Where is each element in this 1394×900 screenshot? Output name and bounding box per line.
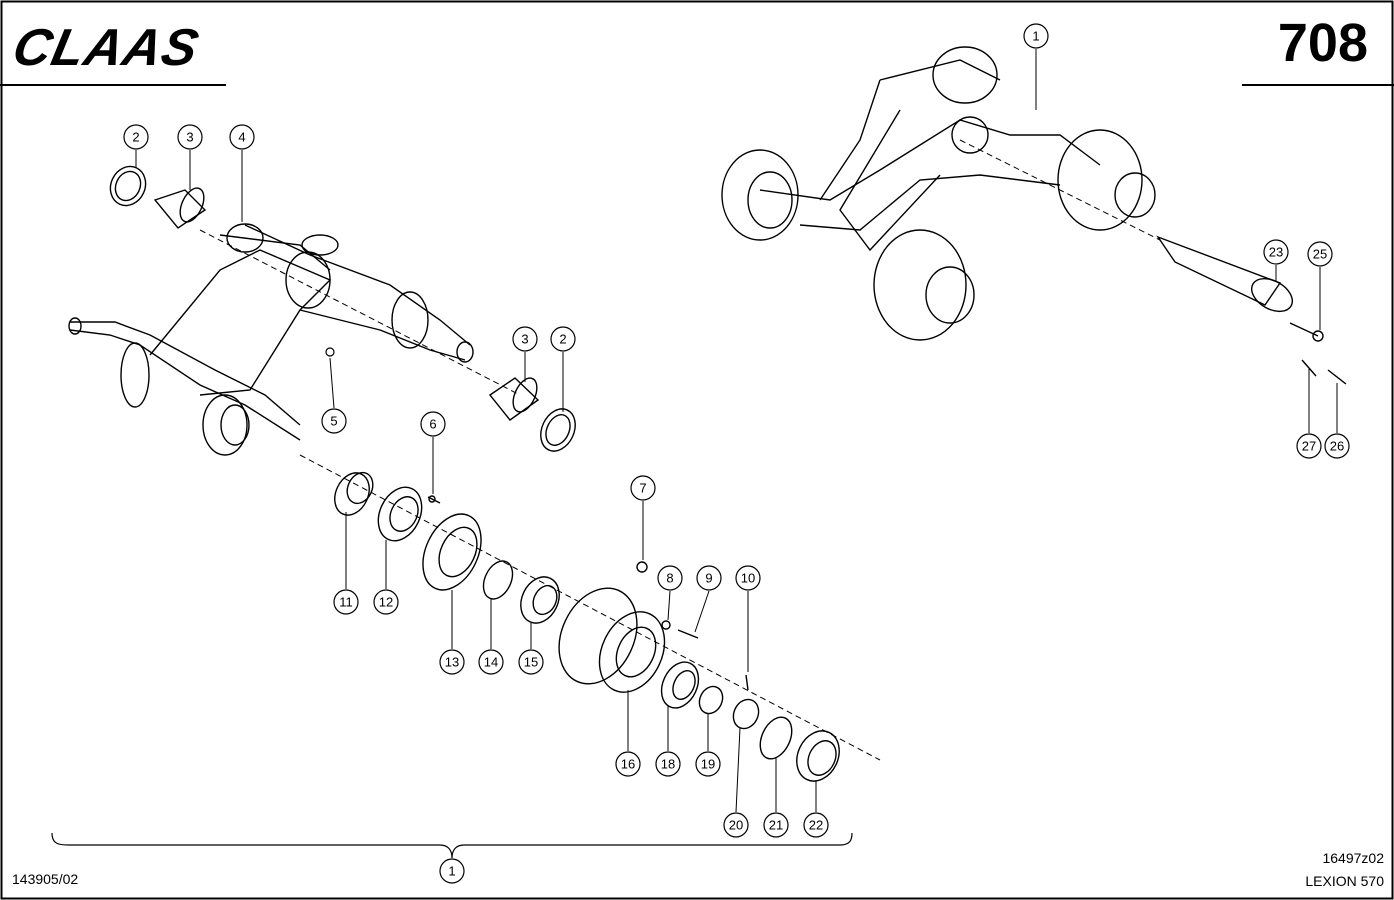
callout-4: [229, 124, 255, 150]
drawing-number-label: 16497z02: [1322, 850, 1384, 866]
callout-label: 7: [639, 481, 646, 496]
callout-label: 18: [661, 757, 675, 772]
callout-8: [657, 565, 683, 591]
callout-label: 25: [1313, 247, 1327, 262]
callout-label: 1: [1032, 29, 1039, 44]
callout-23: [1263, 239, 1289, 265]
callout-1-top: [1023, 23, 1049, 49]
callout-numbers: 1 2 3 4 5 3 2 6 7 8 9 10 11 12 13 14 15 …: [132, 29, 1344, 879]
callout-label: 27: [1302, 439, 1316, 454]
callout-3b: [512, 326, 538, 352]
ring-2a: [109, 165, 147, 207]
callout-11: [333, 589, 359, 615]
callout-5: [321, 408, 347, 434]
callout-label: 3: [521, 332, 528, 347]
callout-7: [630, 475, 656, 501]
callout-label: 2: [132, 130, 139, 145]
callout-label: 8: [666, 571, 673, 586]
callout-16: [615, 751, 641, 777]
callout-6: [420, 411, 446, 437]
callout-label: 22: [809, 818, 823, 833]
axle-beam-4: [68, 223, 881, 761]
callout-label: 14: [484, 655, 498, 670]
model-label: LEXION 570: [1305, 873, 1384, 889]
bushing-3b: [488, 377, 540, 421]
callout-14: [478, 649, 504, 675]
callout-26: [1324, 433, 1350, 459]
callout-label: 23: [1269, 245, 1283, 260]
callout-label: 2: [559, 332, 566, 347]
callout-13: [439, 649, 465, 675]
group-brace: [51, 832, 853, 859]
callout-label: 5: [330, 414, 337, 429]
callout-1-bottom: [439, 858, 465, 884]
callout-9: [696, 565, 722, 591]
callout-18: [655, 751, 681, 777]
callout-2a: [123, 124, 149, 150]
callout-3a: [177, 124, 203, 150]
callout-label: 12: [379, 595, 393, 610]
callout-label: 20: [729, 818, 743, 833]
assembled-axle-1: [721, 46, 1347, 385]
callout-label: 19: [701, 757, 715, 772]
callout-circles: [123, 23, 1350, 884]
callout-12: [373, 589, 399, 615]
callout-label: 4: [238, 130, 245, 145]
callout-label: 15: [524, 655, 538, 670]
leader-lines: [135, 49, 1338, 813]
callout-27: [1296, 433, 1322, 459]
part-number-label: 143905/02: [12, 871, 79, 887]
bushing-3a: [153, 187, 207, 229]
grease-nipple-5: [325, 347, 335, 357]
callout-2b: [550, 326, 576, 352]
callout-label: 6: [429, 417, 436, 432]
callout-22: [803, 812, 829, 838]
callout-label: 3: [186, 130, 193, 145]
callout-15: [518, 649, 544, 675]
page-number: 708: [1277, 13, 1368, 73]
callout-19: [695, 751, 721, 777]
callout-label: 10: [741, 571, 755, 586]
callout-label: 16: [621, 757, 635, 772]
callout-label: 13: [445, 655, 459, 670]
callout-25: [1307, 241, 1333, 267]
callout-label: 21: [769, 818, 783, 833]
callout-10: [735, 565, 761, 591]
callout-label: 11: [339, 595, 353, 610]
callout-20: [723, 812, 749, 838]
callout-21: [763, 812, 789, 838]
hub-parts: [334, 471, 840, 782]
callout-label: 9: [705, 571, 712, 586]
ring-2b: [540, 408, 576, 452]
callout-label: 26: [1330, 439, 1344, 454]
callout-label: 1: [448, 864, 455, 879]
